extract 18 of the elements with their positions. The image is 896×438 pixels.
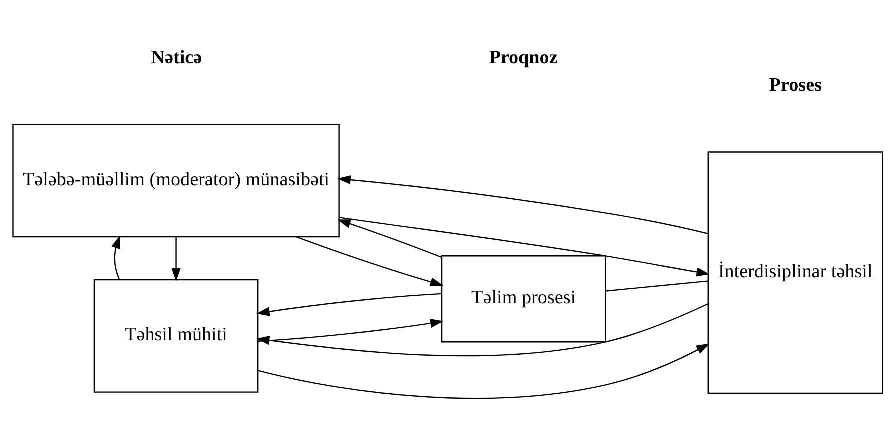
node-box: Təhsil mühiti bbox=[94, 279, 259, 393]
connector bbox=[606, 280, 708, 292]
label: Proqnoz bbox=[489, 48, 558, 69]
arrow bbox=[256, 293, 442, 316]
node-box: İnterdisiplinar təhsil bbox=[708, 152, 884, 394]
arrow bbox=[296, 236, 444, 287]
label: Nəticə bbox=[151, 48, 202, 69]
arrow bbox=[256, 304, 708, 357]
arrow bbox=[112, 236, 120, 280]
arrow bbox=[258, 344, 710, 400]
arrow bbox=[258, 318, 444, 342]
node-box: Təlim prosesi bbox=[441, 256, 606, 343]
arrow bbox=[172, 237, 181, 282]
arrow bbox=[338, 175, 708, 234]
arrow bbox=[338, 220, 442, 258]
label: Proses bbox=[769, 75, 822, 96]
node-box: Tələbə-müəllim (moderator) münasibəti bbox=[12, 124, 340, 238]
arrow bbox=[339, 217, 710, 277]
